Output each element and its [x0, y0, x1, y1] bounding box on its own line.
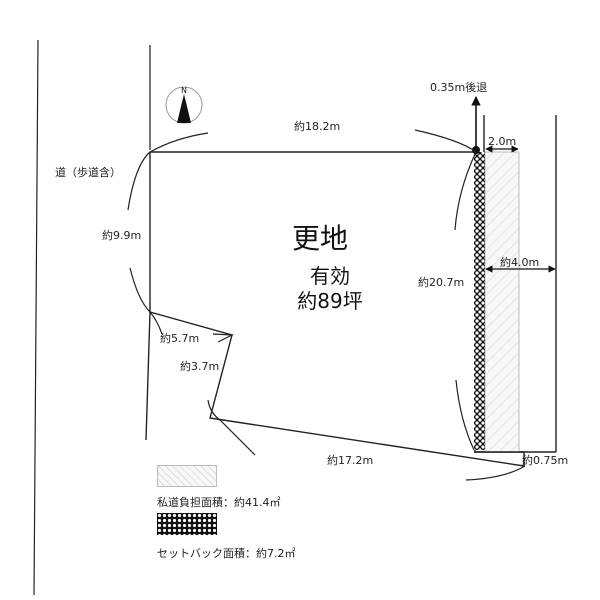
effective-label: 有効	[310, 264, 350, 288]
setback-label: 0.35m後退	[430, 81, 488, 94]
dimension-bottom-offset: 約0.75m	[522, 454, 569, 467]
road-edge-left	[33, 39, 39, 596]
dimension-private-road: 2.0m	[488, 135, 517, 148]
private-road-area	[484, 151, 520, 453]
legend-swatch-private-road	[157, 465, 217, 487]
dimension-notch-top: 約5.7m	[160, 332, 200, 345]
dimension-top: 約18.2m	[294, 120, 341, 133]
dimension-bottom: 約17.2m	[327, 454, 374, 467]
dimension-left: 約9.9m	[102, 229, 142, 242]
legend-swatch-setback	[157, 513, 217, 535]
land-type-title: 更地	[292, 222, 349, 255]
area-value: 約89坪	[297, 289, 363, 313]
setback-strip	[474, 152, 485, 450]
svg-text:N: N	[181, 86, 187, 95]
legend-label-private-road: 私道負担面積：約41.4㎡	[157, 496, 281, 509]
north-arrow-icon: N	[165, 86, 203, 124]
dimension-notch-side: 約3.7m	[180, 360, 220, 373]
legend-label-setback: セットバック面積：約7.2㎡	[157, 547, 296, 560]
dimension-road-width: 約4.0m	[500, 256, 540, 269]
dimension-right: 約20.7m	[418, 276, 465, 289]
road-label: 道（歩道含）	[55, 166, 121, 179]
